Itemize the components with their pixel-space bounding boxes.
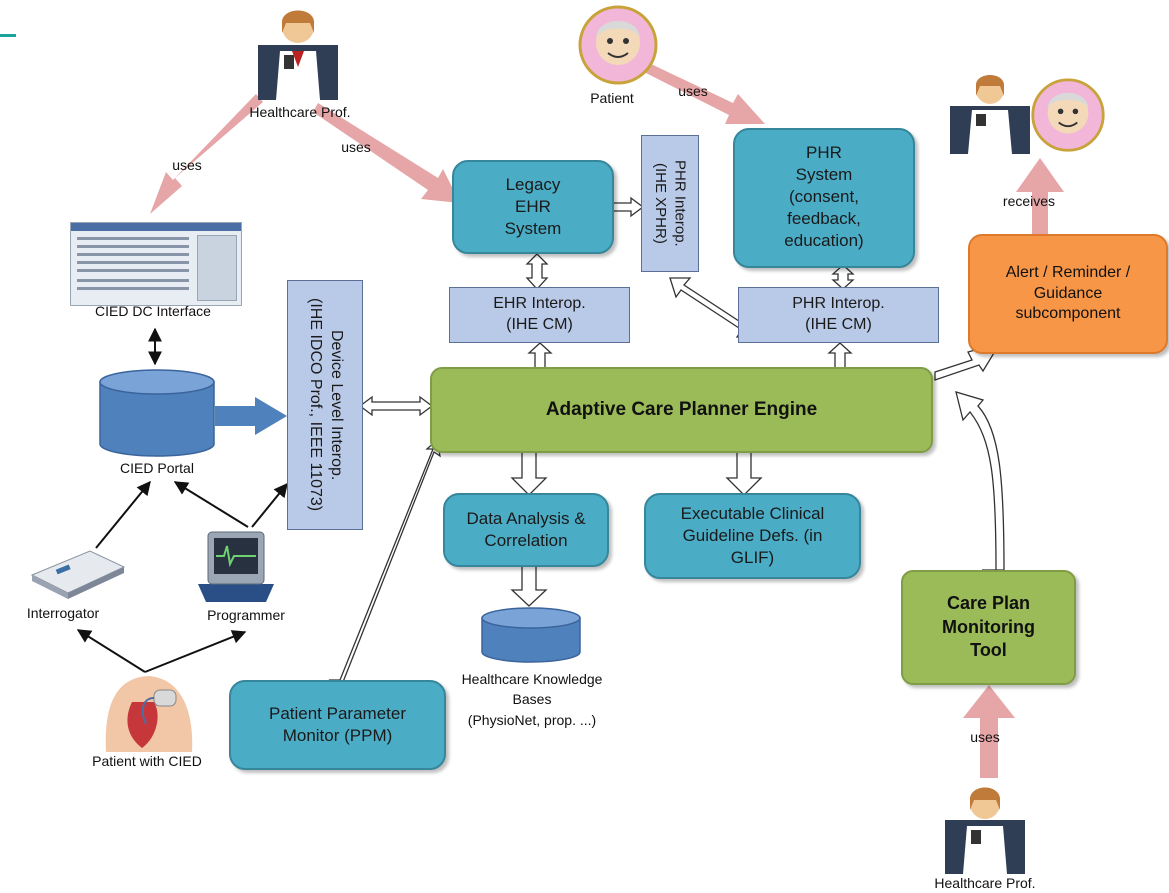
portal-to-device-arrow	[215, 397, 287, 435]
programmer-label: Programmer	[207, 607, 285, 623]
healthcare-prof-icon-right	[950, 75, 1030, 154]
patient-to-programmer	[144, 630, 247, 673]
edge-label-receives: receives	[1002, 193, 1056, 209]
uses-arrow-patient-to-phr	[624, 53, 765, 124]
careplan-to-engine-arrow	[955, 391, 1005, 571]
cied-portal-database-icon	[99, 369, 215, 457]
corner-accent-line	[0, 34, 16, 37]
receives-arrow-up	[1016, 158, 1064, 236]
healthcare-prof-label-bottom: Healthcare Prof.	[934, 875, 1036, 891]
healthcare-prof-icon-bottom	[945, 787, 1025, 874]
interrogator-label: Interrogator	[26, 605, 100, 621]
ehr-interop-box: EHR Interop. (IHE CM)	[449, 287, 630, 343]
patient-with-cied-label: Patient with CIED	[92, 753, 202, 769]
edge-label-uses-phr: uses	[678, 83, 708, 99]
phr-interop-xphr-box: PHR Interop. (IHE XPHR)	[641, 135, 699, 272]
interrogator-device-icon	[30, 550, 126, 599]
healthcare-prof-label-top: Healthcare Prof.	[249, 104, 351, 120]
phr-interop-box: PHR Interop. (IHE CM)	[738, 287, 939, 343]
phr-system-box: PHR System (consent, feedback, education…	[733, 128, 915, 268]
engine-to-guideline	[725, 451, 763, 496]
uses-arrow-hcp-to-cied-dc	[150, 94, 263, 214]
cied-dc-interface-screenshot	[70, 222, 242, 306]
uses-arrow-bottom-up	[963, 685, 1015, 778]
edge-label-uses-care-plan: uses	[970, 729, 1000, 745]
phr-interop-arrow	[831, 264, 855, 290]
programmer-to-device-interop	[251, 482, 288, 528]
uses-arrow-hcp-to-legacy-ehr	[313, 103, 460, 203]
device-level-interop-box: Device Level Interop. (IHE IDCO Prof., I…	[287, 280, 363, 530]
programmer-device-icon	[198, 531, 274, 602]
engine-to-data-analysis	[510, 451, 548, 496]
patient-parameter-monitor-box: Patient Parameter Monitor (PPM)	[229, 680, 446, 770]
programmer-to-portal	[173, 481, 249, 528]
device-engine-arrow	[358, 395, 434, 417]
legacy-ehr-system-box: Legacy EHR System	[452, 160, 614, 254]
patient-to-interrogator	[76, 629, 146, 673]
analysis-to-knowledge	[510, 565, 548, 607]
cied-dc-interface-label: CIED DC Interface	[95, 303, 211, 319]
knowledge-base-label: Healthcare Knowledge Bases (PhysioNet, p…	[461, 671, 603, 728]
cied-portal-label: CIED Portal	[120, 460, 194, 476]
clinical-guideline-box: Executable Clinical Guideline Defs. (in …	[644, 493, 861, 579]
alert-reminder-box: Alert / Reminder / Guidance subcomponent	[968, 234, 1168, 354]
knowledge-base-database-icon	[481, 607, 581, 663]
patient-face-icon-top	[578, 5, 658, 85]
patient-face-icon-right	[1031, 78, 1105, 152]
edge-label-uses-cied-dc: uses	[172, 157, 202, 173]
patient-with-cied-icon	[105, 676, 193, 752]
patient-label-top: Patient	[590, 90, 634, 106]
adaptive-care-planner-engine-box: Adaptive Care Planner Engine	[430, 367, 933, 453]
interrogator-to-portal	[95, 480, 151, 549]
care-plan-monitoring-tool-box: Care Plan Monitoring Tool	[901, 570, 1076, 685]
data-analysis-box: Data Analysis & Correlation	[443, 493, 609, 567]
ehr-interop-arrow	[525, 253, 549, 290]
healthcare-prof-icon-top	[258, 10, 338, 100]
edge-label-uses-legacy-ehr: uses	[341, 139, 371, 155]
